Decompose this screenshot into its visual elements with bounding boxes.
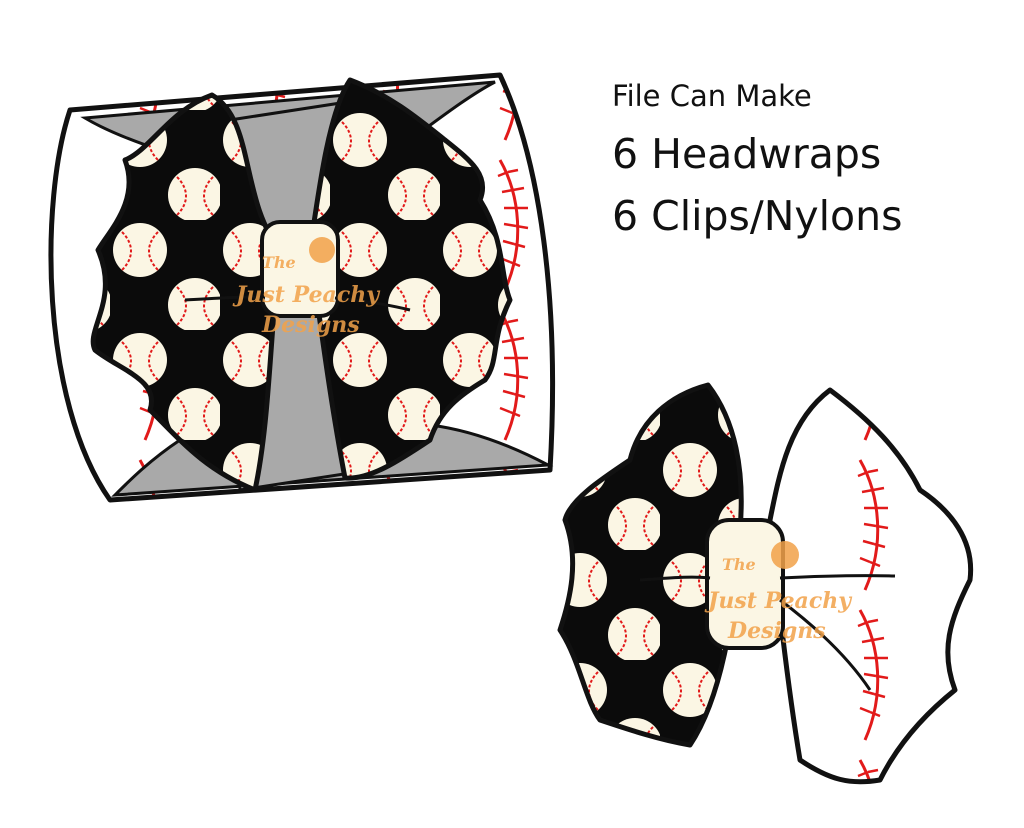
watermark-headwrap: The Just Peachy Designs [232, 237, 381, 338]
watermark-bow: The Just Peachy Designs [704, 541, 853, 644]
watermark-line1: The [722, 555, 756, 574]
bow-right-loop [767, 387, 974, 785]
caption: File Can Make 6 Headwraps 6 Clips/Nylons [612, 74, 902, 242]
caption-title: File Can Make [612, 79, 812, 113]
watermark-line1: The [262, 253, 296, 272]
watermark-line3: Designs [727, 618, 826, 644]
headwrap-bow-left-loop [90, 92, 283, 493]
bow-left-loop [557, 382, 744, 748]
headwrap [48, 72, 556, 503]
caption-headwraps: 6 Headwraps [612, 130, 882, 178]
caption-clips: 6 Clips/Nylons [612, 192, 903, 240]
peach-logo [771, 541, 799, 569]
watermark-line3: Designs [261, 312, 360, 338]
headwrap-bow-right-loop [307, 77, 513, 481]
watermark-line2: Just Peachy [232, 282, 381, 308]
peach-logo [309, 237, 335, 263]
bow-knot [705, 518, 785, 650]
watermark-line2: Just Peachy [704, 588, 853, 614]
bow [557, 382, 974, 785]
